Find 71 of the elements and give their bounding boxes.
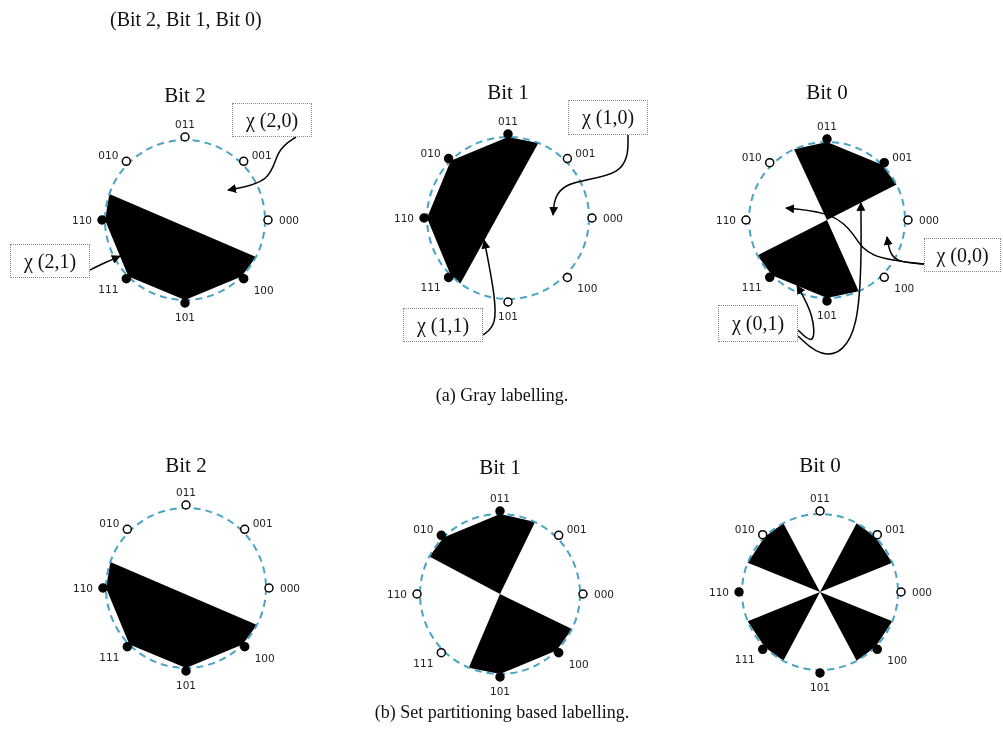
- bit-label: 110: [394, 212, 414, 224]
- bit-label: 101: [490, 685, 510, 697]
- bit-label: 010: [98, 149, 119, 162]
- bit-label: 000: [594, 588, 614, 600]
- bit-label: 111: [420, 281, 441, 294]
- callout-box: χ (2,0): [232, 103, 312, 137]
- bit-label: 100: [568, 657, 589, 670]
- bit-label: 000: [919, 214, 939, 226]
- bit-label: 011: [176, 486, 196, 498]
- panel-title: Bit 0: [799, 452, 841, 478]
- bit-label: 110: [709, 586, 729, 598]
- bit-label: 010: [413, 523, 434, 536]
- bit-label: 010: [420, 146, 441, 159]
- bit-label: 101: [498, 310, 518, 322]
- bit-label: 101: [810, 681, 830, 693]
- bit-label: 010: [99, 517, 120, 530]
- panel-title: Bit 0: [806, 79, 848, 105]
- bit-label: 001: [892, 150, 913, 163]
- bit-label: 111: [99, 650, 120, 663]
- bit-label: 100: [577, 282, 598, 295]
- bit-label: 001: [575, 146, 596, 159]
- bit-label: 101: [817, 309, 837, 321]
- bit-label: 000: [279, 214, 299, 226]
- bit-label: 011: [817, 120, 837, 132]
- leader-arrow: [796, 284, 815, 341]
- leader-arrow: [481, 239, 496, 336]
- caption: (a) Gray labelling.: [435, 384, 569, 406]
- callout-box: χ (1,1): [403, 308, 483, 342]
- bit-label: 100: [894, 282, 915, 295]
- bit-label: 110: [716, 214, 736, 226]
- bit-label: 101: [175, 311, 195, 323]
- bit-label: 010: [741, 150, 762, 163]
- bit-label: 001: [252, 517, 273, 530]
- panel-title: Bit 2: [165, 452, 207, 478]
- panel-title: Bit 1: [479, 454, 521, 480]
- leader-arrow: [797, 201, 866, 355]
- callout-box: χ (2,1): [10, 244, 90, 278]
- bit-label: 001: [885, 522, 906, 535]
- bit-label: 110: [387, 588, 407, 600]
- caption: (b) Set partitioning based labelling.: [374, 701, 630, 723]
- bit-label: 001: [251, 149, 272, 162]
- bit-label: 011: [810, 492, 830, 504]
- bit-label: 001: [566, 523, 587, 536]
- bit-label: 110: [72, 214, 92, 226]
- bit-label: 111: [734, 653, 755, 666]
- leader-arrow: [227, 136, 297, 193]
- bit-label: 111: [98, 282, 119, 295]
- bit-label: 000: [603, 212, 623, 224]
- bit-label: 101: [176, 679, 196, 691]
- leader-arrow: [549, 134, 629, 216]
- bit-label: 100: [887, 654, 908, 667]
- bit-label: 000: [912, 586, 932, 598]
- panel-title: Bit 2: [164, 82, 206, 108]
- bit-label: 011: [490, 492, 510, 504]
- leader-arrow: [883, 236, 925, 265]
- bit-label: 111: [741, 281, 762, 294]
- callout-box: χ (1,0): [568, 100, 648, 135]
- bit-label: 000: [280, 582, 300, 594]
- bit-label: 011: [175, 118, 195, 130]
- callout-box: χ (0,0): [924, 238, 1001, 272]
- bit-label: 110: [73, 582, 93, 594]
- panel-title: Bit 1: [487, 79, 529, 105]
- figure-title: (Bit 2, Bit 1, Bit 0): [110, 8, 262, 31]
- leader-arrow: [89, 255, 121, 271]
- bit-label: 010: [734, 522, 755, 535]
- bit-label: 011: [498, 115, 518, 127]
- shaded-region: [468, 594, 572, 674]
- callout-box: χ (0,1): [718, 305, 798, 342]
- bit-label: 100: [253, 283, 274, 296]
- bit-label: 100: [254, 651, 275, 664]
- bit-label: 111: [413, 656, 434, 669]
